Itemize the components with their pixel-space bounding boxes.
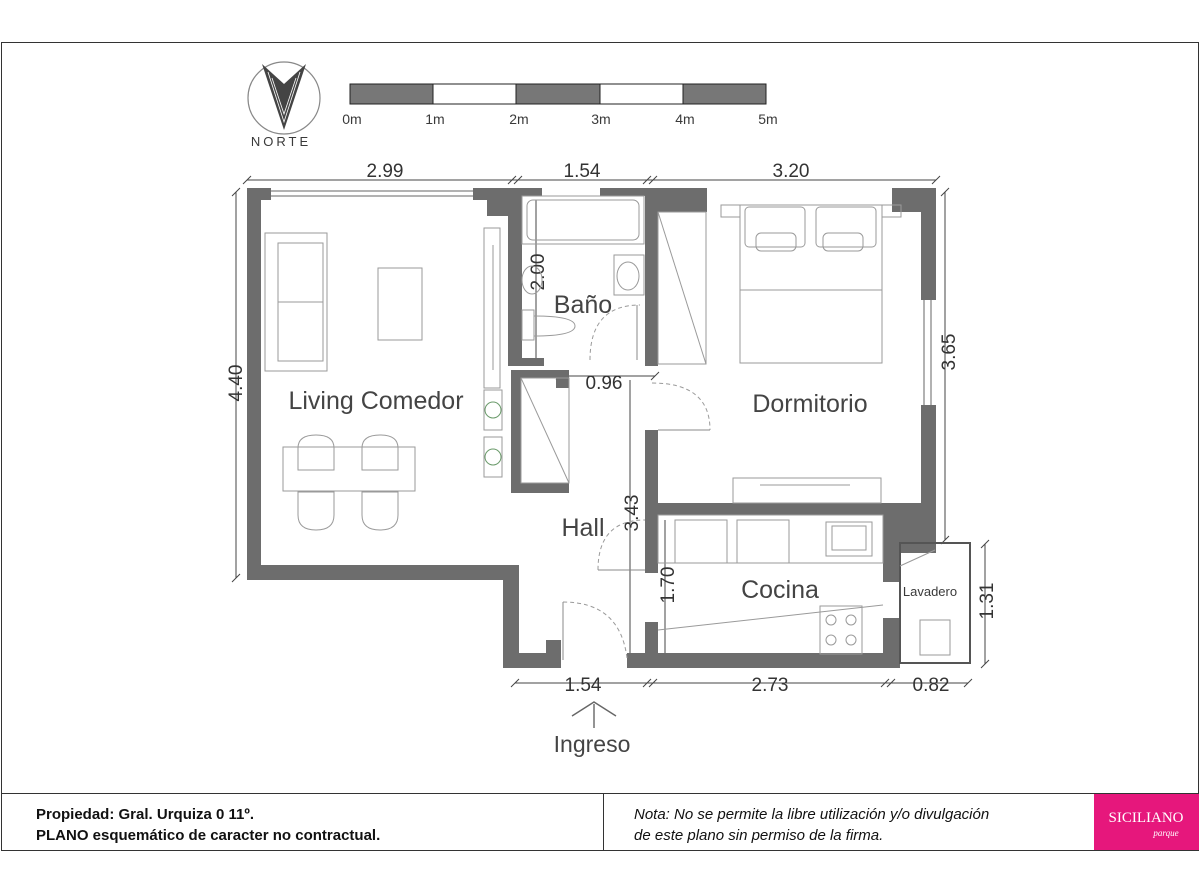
- living-furniture: [264, 227, 503, 531]
- living-window: [271, 190, 473, 197]
- dim-bottom-hall: 1.54: [565, 675, 602, 696]
- scale-tick-4: 4m: [675, 111, 694, 127]
- dim-top-living: 2.99: [367, 161, 404, 182]
- dim-top-dorm: 3.20: [773, 161, 810, 182]
- compass-label: NORTE: [251, 134, 311, 149]
- dim-left-living: 4.40: [226, 365, 247, 402]
- cocina-fixtures: [657, 514, 951, 656]
- dim-cocina-height: 1.70: [658, 567, 679, 604]
- room-label-cocina: Cocina: [741, 576, 819, 604]
- footer-note-line2: de este plano sin permiso de la firma.: [634, 827, 883, 844]
- entrance-label: Ingreso: [554, 731, 631, 757]
- footer-property: Propiedad: Gral. Urquiza 0 11º.: [36, 806, 254, 823]
- room-label-hall: Hall: [561, 514, 604, 542]
- walls: [247, 188, 971, 668]
- footer-note-line1: Nota: No se permite la libre utilización…: [634, 806, 989, 823]
- dim-lavadero-height: 1.31: [977, 583, 998, 620]
- scale-tick-5: 5m: [758, 111, 777, 127]
- outer-frame: [1, 42, 1199, 851]
- room-label-bano: Baño: [554, 291, 612, 319]
- brand-sub: parque: [1152, 828, 1178, 838]
- dimension-lines: [231, 175, 990, 688]
- scale-bar: 0m 1m 2m 3m 4m 5m: [342, 83, 778, 127]
- hall-elements: [520, 377, 646, 660]
- brand-logo: SICILIANO parque: [1094, 794, 1199, 850]
- room-label-lavadero: Lavadero: [903, 584, 957, 599]
- dorm-furniture: [651, 204, 902, 504]
- brand-name: SICILIANO: [1109, 810, 1184, 826]
- dim-top-bano: 1.54: [564, 161, 601, 182]
- scale-tick-1: 1m: [425, 111, 444, 127]
- scale-tick-3: 3m: [591, 111, 610, 127]
- dim-bano-door: 0.96: [586, 373, 623, 394]
- dim-dorm-height: 3.65: [939, 334, 960, 371]
- dorm-window: [923, 300, 932, 405]
- scale-tick-2: 2m: [509, 111, 528, 127]
- dim-bano-height: 2.00: [528, 254, 549, 291]
- dim-bottom-cocina: 2.73: [752, 675, 789, 696]
- dim-hall-height: 3.43: [622, 495, 643, 532]
- scale-tick-0: 0m: [342, 111, 361, 127]
- dim-bottom-lavadero: 0.82: [913, 675, 950, 696]
- bano-fixtures: [521, 195, 645, 361]
- footer-plan-note: PLANO esquemático de caracter no contrac…: [36, 827, 380, 844]
- room-label-dormitorio: Dormitorio: [752, 390, 867, 418]
- room-label-living: Living Comedor: [288, 387, 463, 415]
- entrance-arrow-icon: [571, 701, 617, 728]
- north-compass-icon: NORTE: [247, 61, 321, 149]
